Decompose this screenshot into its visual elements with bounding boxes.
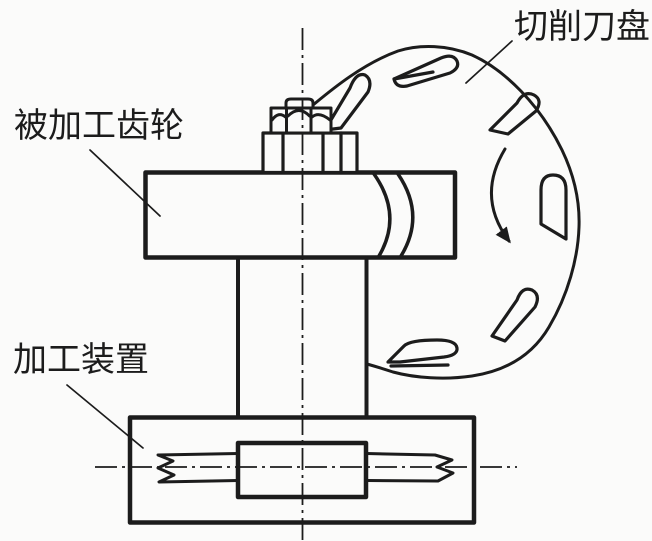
clamp-washer <box>261 131 359 175</box>
label-workpiece-gear: 被加工齿轮 <box>14 108 184 145</box>
arc-tooth-line-2 <box>396 172 415 258</box>
label-machining-device: 加工装置 <box>13 342 149 379</box>
cutter-disc-outline <box>311 44 581 380</box>
cutter-blade-top <box>392 54 460 88</box>
cutter-blade-bottom-underline <box>389 363 450 368</box>
workpiece-gear-blank <box>143 170 458 260</box>
bolt-tip <box>284 97 315 110</box>
leader-line-workpiece-gear <box>89 149 161 217</box>
cutter-blade-right <box>539 173 568 241</box>
cutter-blade-upper-left <box>323 72 372 132</box>
hex-nut-chamfer-arcs <box>270 109 332 122</box>
rotation-arrow-icon <box>489 147 511 244</box>
drive-shaft-left <box>156 452 240 484</box>
cutter-blade-bottom <box>386 338 459 364</box>
cutter-blade-upper-right <box>488 92 541 136</box>
cutter-blade-top-inner-line <box>392 70 435 81</box>
label-cutter-disc: 切削刀盘 <box>514 9 650 46</box>
leader-line-machining-device <box>66 384 144 449</box>
leader-line-cutter-disc <box>465 40 513 84</box>
arc-tooth-line-1 <box>372 172 392 258</box>
cutter-blade-lower-right <box>490 287 539 343</box>
